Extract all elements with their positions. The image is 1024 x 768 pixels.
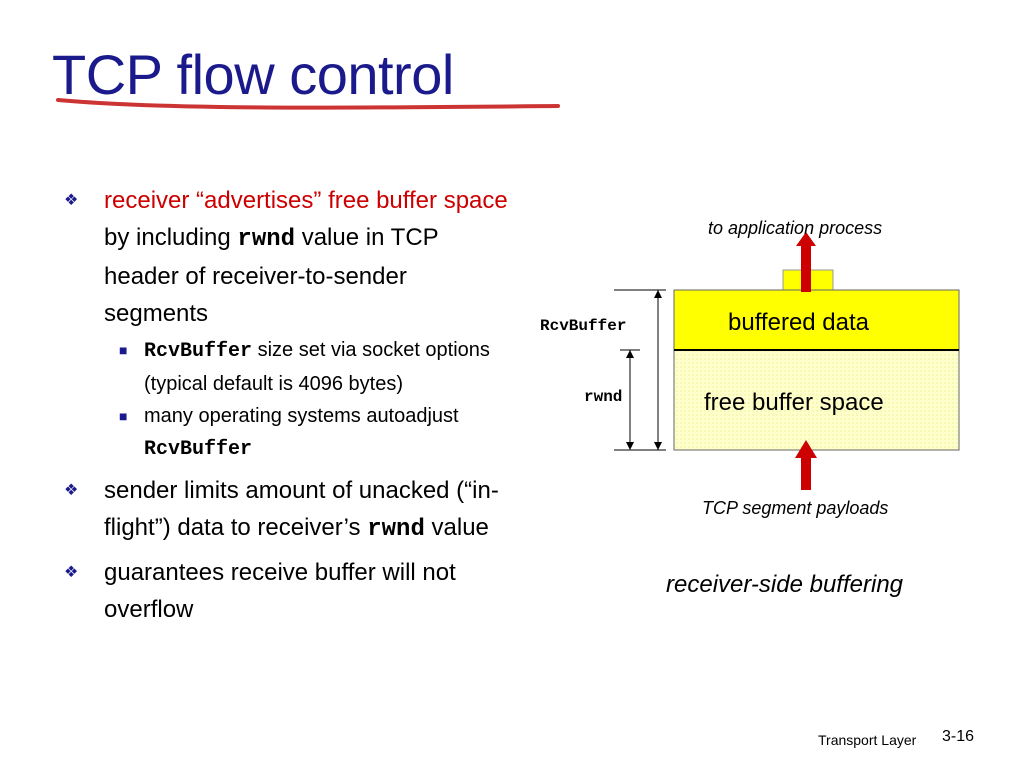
bullet-list: ❖ receiver “advertises” free buffer spac… bbox=[64, 182, 514, 630]
diamond-bullet-icon: ❖ bbox=[64, 482, 79, 499]
diamond-bullet-icon: ❖ bbox=[64, 192, 79, 209]
to-app-arrow-shaft bbox=[801, 244, 811, 292]
to-app-arrow-icon bbox=[796, 232, 816, 246]
diamond-bullet-icon: ❖ bbox=[64, 564, 79, 581]
rwnd-label: rwnd bbox=[584, 388, 623, 406]
subbullet-autoadjust: ■ many operating systems autoadjust RcvB… bbox=[64, 400, 514, 466]
free-buffer-region bbox=[673, 349, 960, 451]
tcp-payloads-label: TCP segment payloads bbox=[702, 498, 889, 518]
free-buffer-label: free buffer space bbox=[704, 389, 884, 416]
buffered-data-label: buffered data bbox=[728, 309, 870, 336]
bullet-red-text: receiver “advertises” free buffer space bbox=[104, 187, 508, 214]
slide-title: TCP flow control bbox=[52, 43, 454, 106]
payload-arrow-shaft bbox=[801, 456, 811, 490]
payload-arrow-icon bbox=[795, 440, 817, 458]
title-underline bbox=[56, 98, 560, 110]
footer-label: Transport Layer bbox=[818, 732, 917, 748]
to-application-label: to application process bbox=[708, 218, 883, 238]
square-bullet-icon: ■ bbox=[119, 342, 128, 358]
rcvbuffer-label: RcvBuffer bbox=[540, 317, 627, 335]
bullet-sender-limits: ❖ sender limits amount of unacked (“in-f… bbox=[64, 472, 514, 548]
slide-number: 3-16 bbox=[942, 728, 975, 745]
receiver-buffer-diagram bbox=[614, 232, 960, 490]
bullet-guarantees: ❖ guarantees receive buffer will not ove… bbox=[64, 554, 514, 628]
bullet-advertise: ❖ receiver “advertises” free buffer spac… bbox=[64, 182, 514, 332]
diagram-caption: receiver-side buffering bbox=[666, 571, 904, 598]
subbullet-rcvbuffer-size: ■ RcvBuffer size set via socket options … bbox=[64, 334, 514, 400]
square-bullet-icon: ■ bbox=[119, 408, 128, 424]
